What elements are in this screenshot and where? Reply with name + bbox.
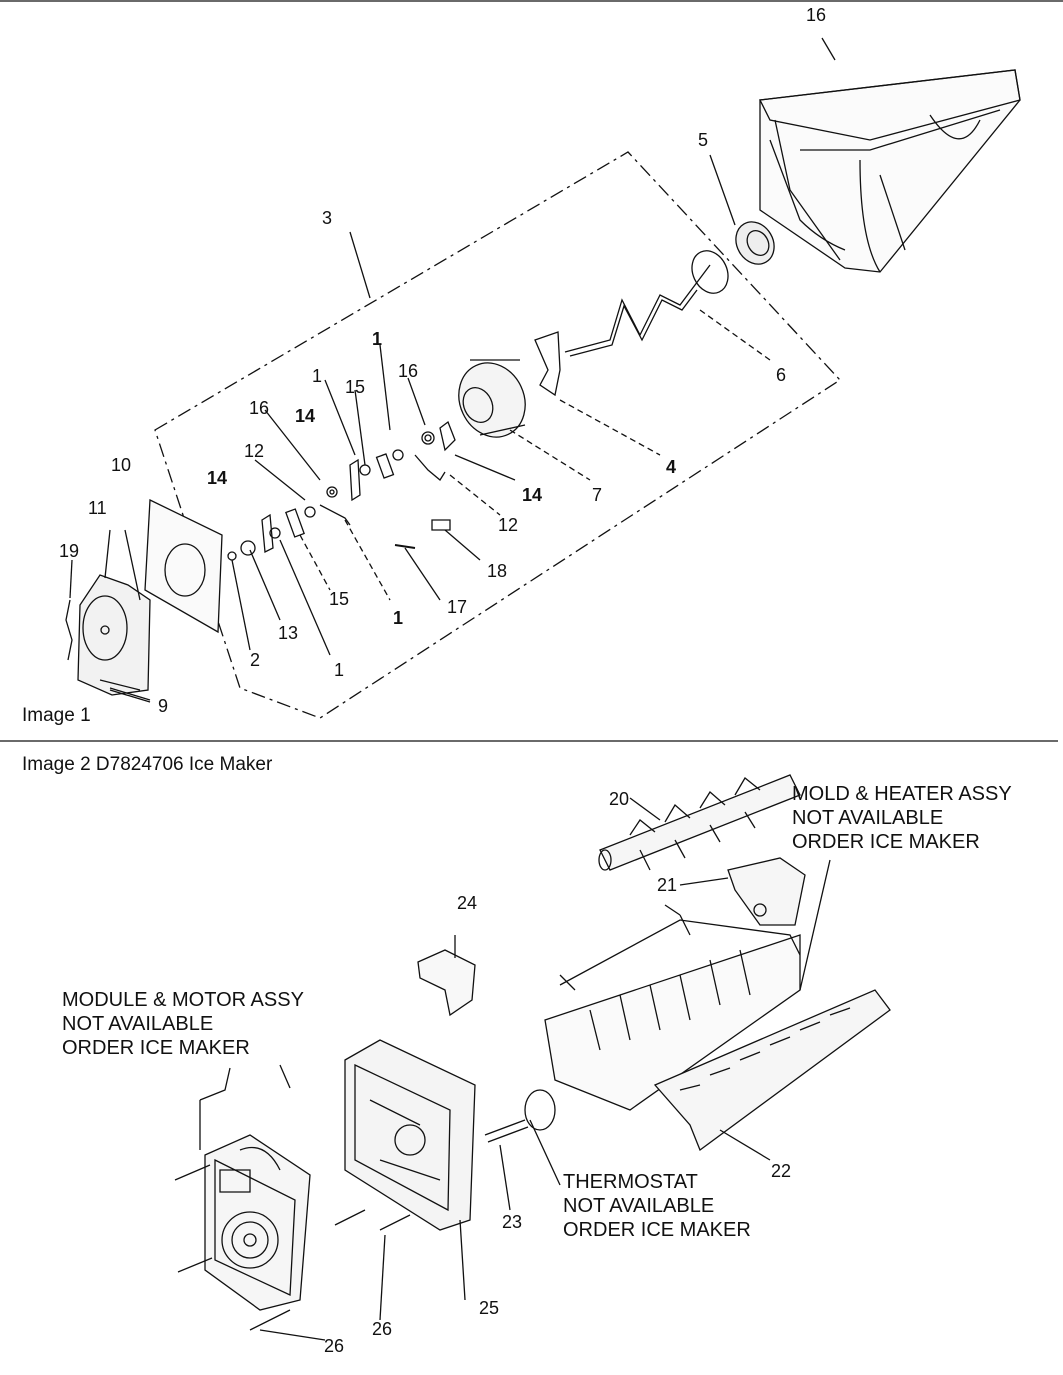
callout-13: 13 bbox=[278, 623, 299, 643]
note-line: ORDER ICE MAKER bbox=[792, 831, 980, 853]
note-mold-heater: MOLD & HEATER ASSY NOT AVAILABLE ORDER I… bbox=[792, 782, 1012, 854]
callout-4: 4 bbox=[666, 457, 677, 477]
callout-1: 1 bbox=[393, 608, 404, 628]
leader-lines-image1 bbox=[70, 38, 835, 702]
note-line: MODULE & MOTOR ASSY bbox=[62, 989, 304, 1011]
image1-caption: Image 1 bbox=[22, 705, 91, 726]
callout-20: 20 bbox=[609, 789, 630, 809]
callout-14: 14 bbox=[522, 485, 543, 505]
callout-12: 12 bbox=[244, 441, 265, 461]
callout-23: 23 bbox=[502, 1212, 523, 1232]
callout-9: 9 bbox=[158, 696, 169, 716]
module-motor-assy bbox=[205, 1135, 310, 1310]
plate-part-10 bbox=[145, 500, 222, 632]
auger-part-6 bbox=[565, 245, 735, 356]
callout-1: 1 bbox=[312, 366, 323, 386]
blade-part-4 bbox=[535, 332, 560, 395]
callout-24: 24 bbox=[457, 893, 478, 913]
callout-1: 1 bbox=[334, 660, 345, 680]
callout-18: 18 bbox=[487, 561, 508, 581]
note-line: ORDER ICE MAKER bbox=[62, 1037, 250, 1059]
note-line: NOT AVAILABLE bbox=[563, 1195, 715, 1217]
callout-2: 2 bbox=[250, 650, 261, 670]
image2-caption: Image 2 D7824706 Ice Maker bbox=[22, 754, 273, 775]
callout-6: 6 bbox=[776, 365, 787, 385]
screws-part-26 bbox=[175, 1165, 410, 1330]
ice-bucket-part-8 bbox=[760, 70, 1020, 272]
note-thermostat: THERMOSTAT NOT AVAILABLE ORDER ICE MAKER bbox=[563, 1170, 751, 1242]
callout-16: 16 bbox=[398, 361, 419, 381]
callout-16: 16 bbox=[249, 398, 270, 418]
leader-lines-image2 bbox=[200, 798, 830, 1340]
callout-17: 17 bbox=[447, 597, 468, 617]
module-housing-part-25 bbox=[345, 1040, 475, 1230]
drum-part-7 bbox=[447, 352, 537, 448]
mold-part-20 bbox=[599, 775, 800, 870]
screws-part-9 bbox=[100, 680, 150, 700]
callout-25: 25 bbox=[479, 1298, 500, 1318]
callout-7: 7 bbox=[592, 485, 603, 505]
note-line: ORDER ICE MAKER bbox=[563, 1219, 751, 1241]
note-line: NOT AVAILABLE bbox=[62, 1013, 214, 1035]
callout-5: 5 bbox=[698, 130, 709, 150]
callout-22: 22 bbox=[771, 1161, 792, 1181]
thermostat-part-23 bbox=[485, 1090, 555, 1142]
cover-part-22 bbox=[655, 990, 890, 1150]
note-line: NOT AVAILABLE bbox=[792, 807, 944, 829]
callout-26: 26 bbox=[324, 1336, 345, 1356]
callout-12: 12 bbox=[498, 515, 519, 535]
callout-1: 1 bbox=[372, 329, 383, 349]
ice-maker-frame bbox=[545, 905, 800, 1110]
bracket-part-24 bbox=[418, 950, 475, 1015]
linkage-small-parts bbox=[228, 422, 455, 560]
bracket-part-21 bbox=[728, 858, 805, 925]
callout-8: 16 bbox=[806, 5, 827, 25]
assembly-3-boundary bbox=[155, 152, 840, 718]
callout-14: 14 bbox=[295, 406, 316, 426]
note-line: MOLD & HEATER ASSY bbox=[792, 783, 1012, 805]
callout-19: 19 bbox=[59, 541, 80, 561]
callout-3: 3 bbox=[322, 208, 333, 228]
callout-21: 21 bbox=[657, 875, 678, 895]
spring-part-19 bbox=[66, 600, 72, 660]
housing-part-11 bbox=[78, 575, 150, 695]
callout-14: 14 bbox=[207, 468, 228, 488]
callout-26: 26 bbox=[372, 1319, 393, 1339]
bearing-part-5 bbox=[728, 215, 781, 271]
callout-11: 11 bbox=[88, 498, 107, 518]
note-line: THERMOSTAT bbox=[563, 1171, 698, 1193]
callout-10: 10 bbox=[111, 455, 132, 475]
callout-15: 15 bbox=[345, 377, 366, 397]
callout-15: 15 bbox=[329, 589, 350, 609]
note-module-motor: MODULE & MOTOR ASSY NOT AVAILABLE ORDER … bbox=[62, 988, 304, 1060]
